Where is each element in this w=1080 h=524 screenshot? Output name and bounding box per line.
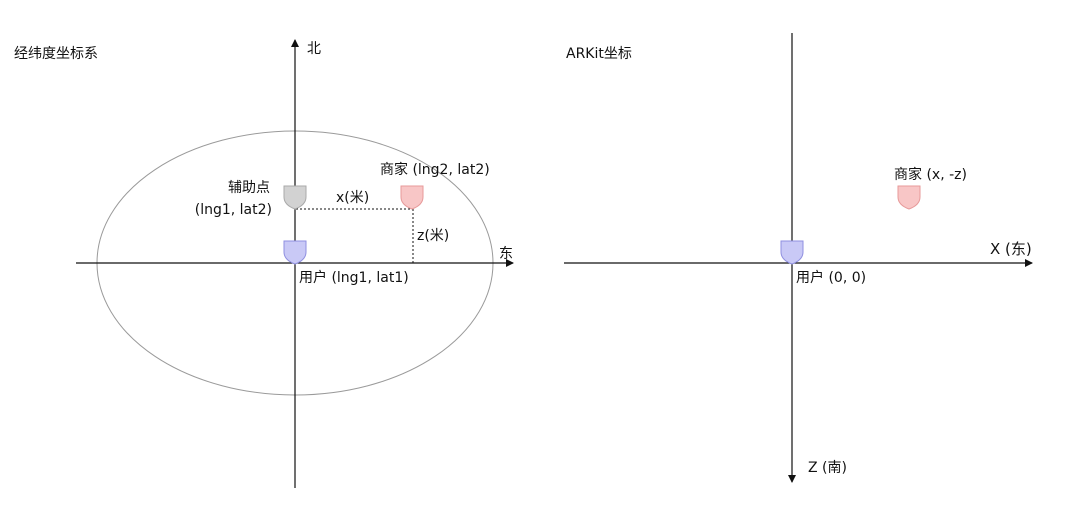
right-panel-title: ARKit坐标	[566, 46, 632, 62]
helper-point-label-name: 辅助点	[228, 180, 270, 196]
arkit-merchant-shield-icon	[897, 185, 921, 210]
right-panel: ARKit坐标 X (东) Z (南) 商家 (x, -z) 用户 (0, 0)	[564, 33, 1033, 483]
east-axis-label: 东	[499, 246, 513, 262]
left-panel-title: 经纬度坐标系	[14, 46, 98, 62]
helper-point-label-coords: (lng1, lat2)	[195, 202, 272, 218]
left-panel: 经纬度坐标系 北 东 x(米) z(米) 辅助点 (lng1, lat2) 商家…	[14, 39, 514, 488]
merchant-shield-icon	[400, 185, 424, 210]
north-axis-label: 北	[307, 41, 321, 57]
helper-point-shield-icon	[283, 185, 307, 210]
arkit-user-shield-icon	[780, 240, 804, 265]
x-axis-label: X (东)	[990, 240, 1032, 258]
user-shield-icon	[283, 240, 307, 265]
z-axis-label: Z (南)	[808, 460, 847, 476]
z-distance-label: z(米)	[417, 228, 449, 244]
user-label: 用户 (lng1, lat1)	[299, 269, 409, 286]
arkit-user-label: 用户 (0, 0)	[796, 269, 866, 286]
x-distance-label: x(米)	[336, 190, 369, 206]
arkit-merchant-label: 商家 (x, -z)	[894, 166, 967, 183]
merchant-label: 商家 (lng2, lat2)	[380, 161, 490, 178]
